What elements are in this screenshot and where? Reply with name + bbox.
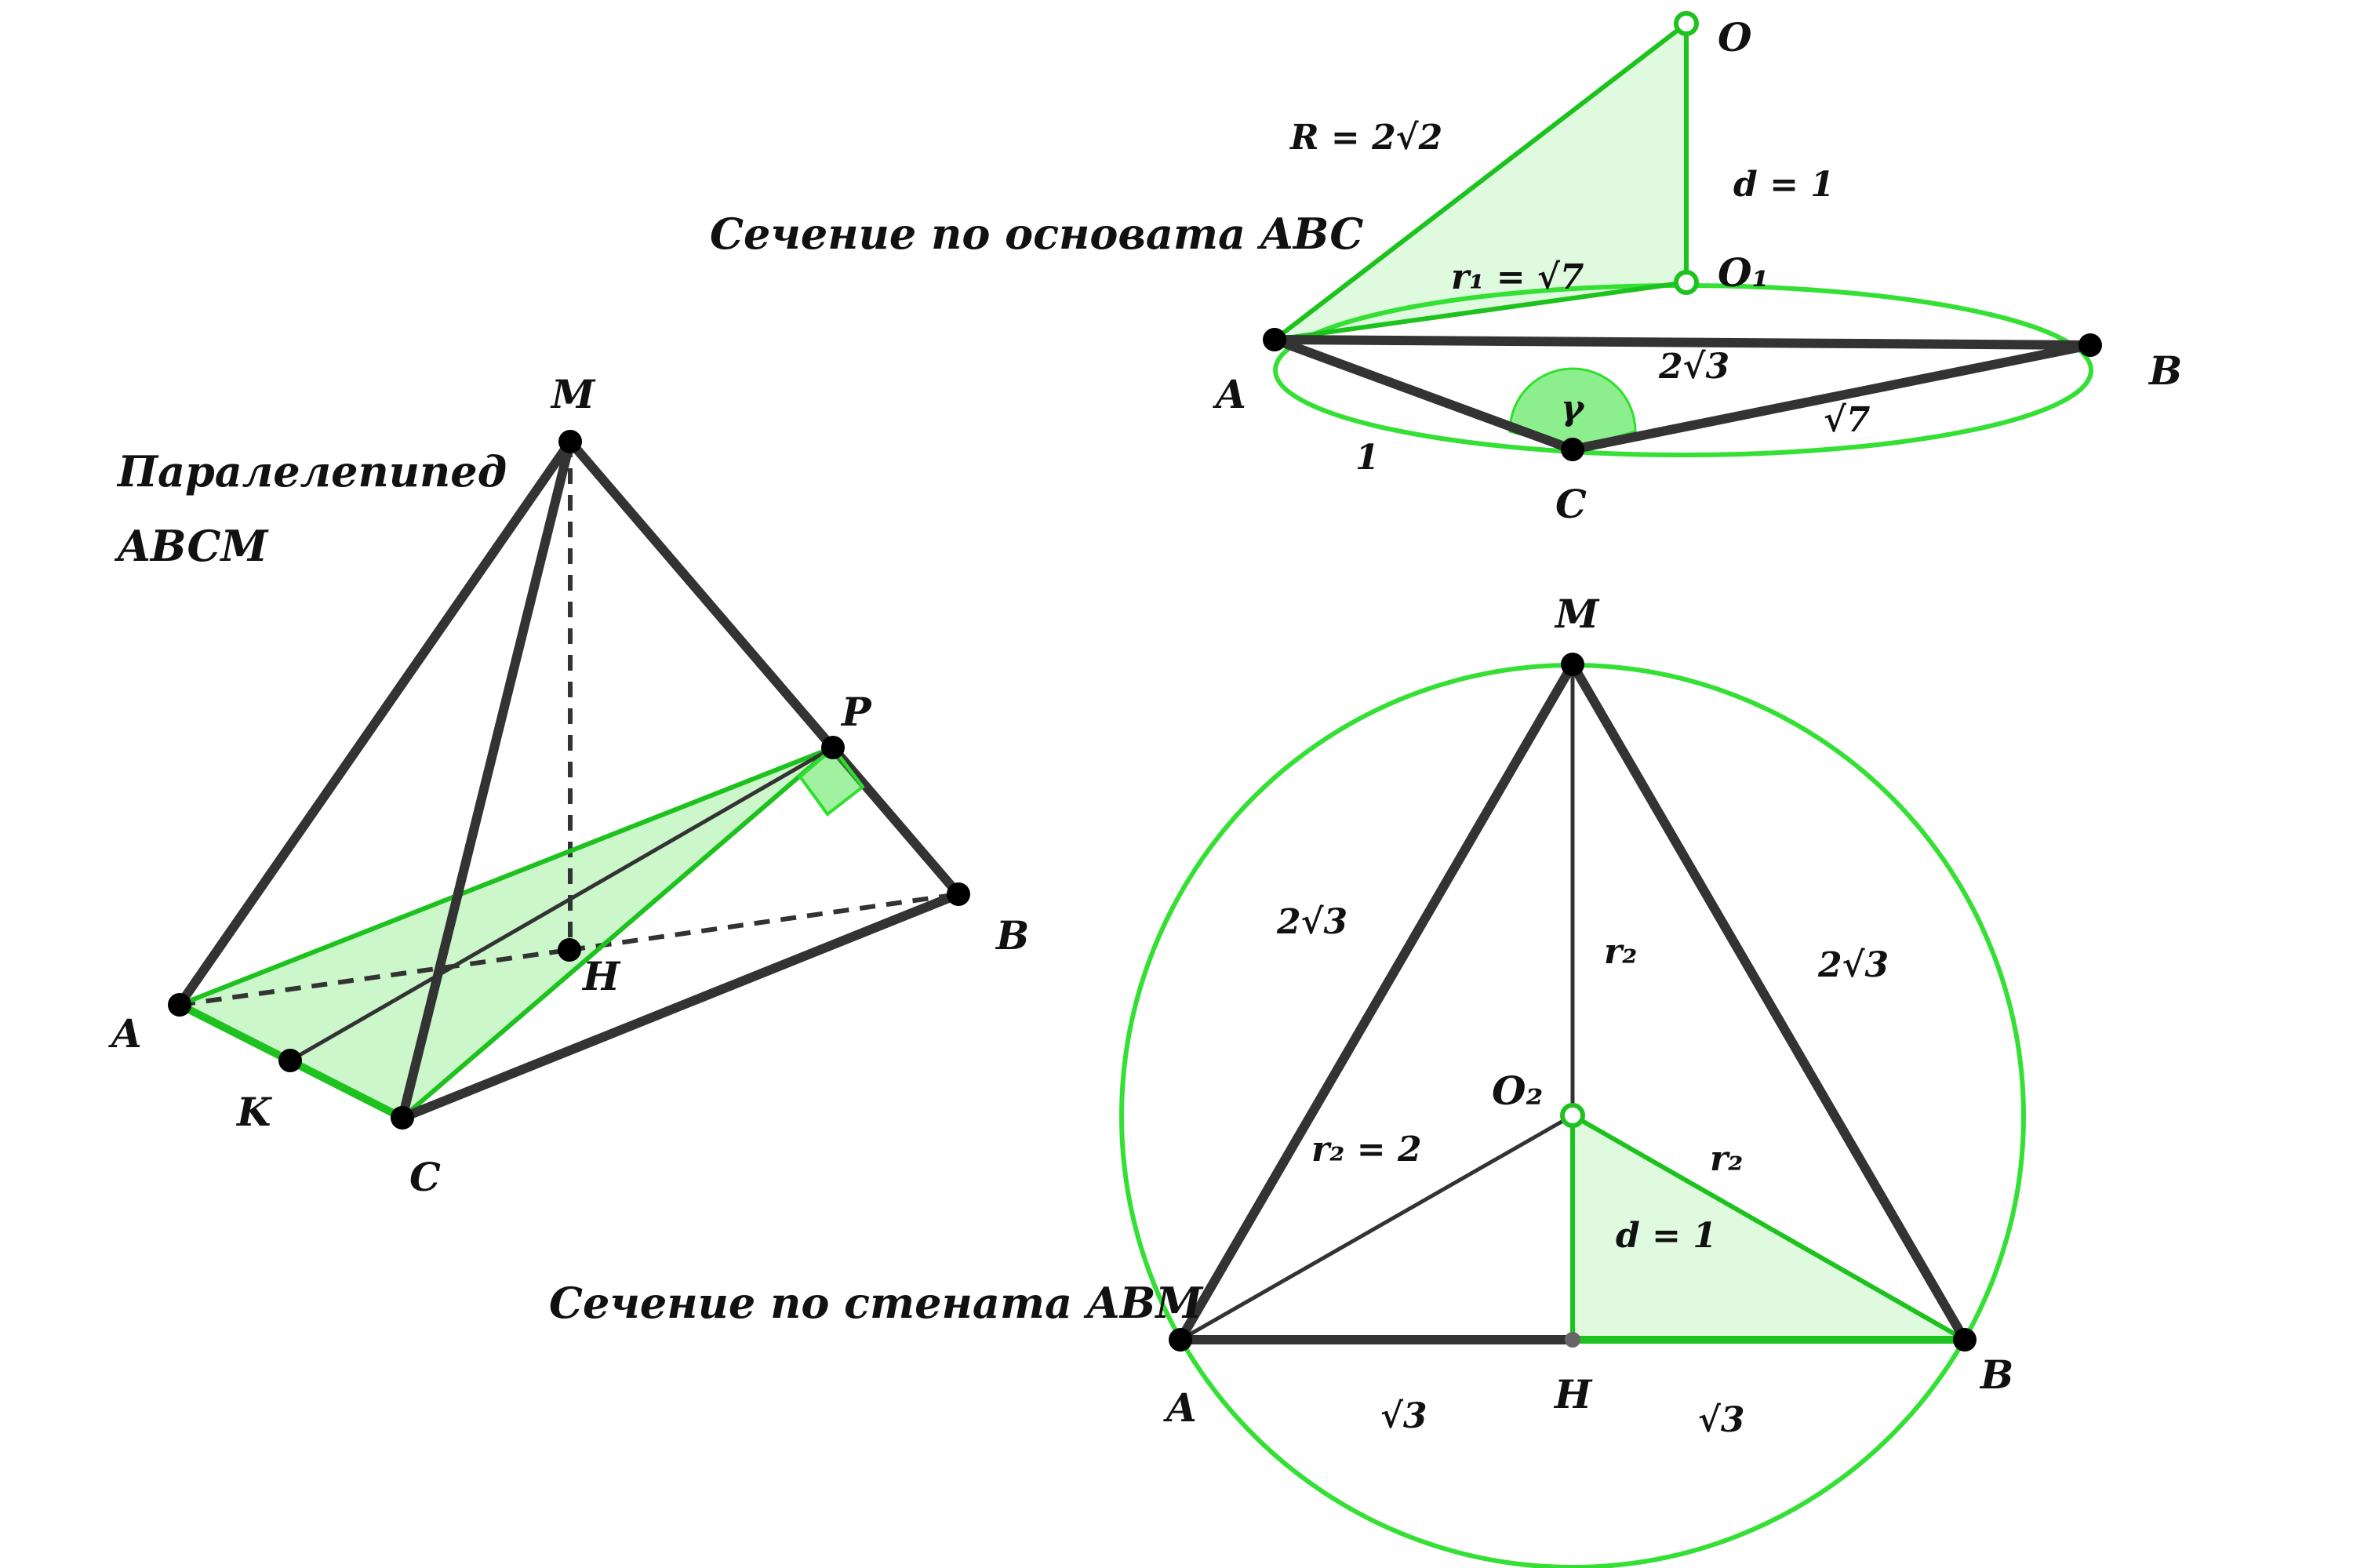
face-label-h: H bbox=[1553, 1371, 1593, 1417]
pyramid-diagram: M A B C H P K Паралелепипед ABCM bbox=[108, 371, 1029, 1200]
right-angle-marker-p bbox=[798, 745, 865, 817]
point-m bbox=[558, 430, 582, 453]
pyramid-caption-line2: ABCM bbox=[114, 521, 270, 571]
point-b bbox=[947, 882, 970, 906]
face-label-a: A bbox=[1163, 1384, 1197, 1431]
label-c: C bbox=[409, 1154, 441, 1200]
face-label-o2: O₂ bbox=[1492, 1068, 1543, 1114]
point-o2 bbox=[1560, 1103, 1585, 1128]
label-k: K bbox=[235, 1089, 273, 1135]
value-ac: 1 bbox=[1355, 438, 1380, 478]
base-edge-ac bbox=[1270, 335, 1577, 454]
base-edge-ab bbox=[1270, 335, 2095, 350]
base-point-c bbox=[1561, 438, 1584, 461]
base-section-caption: Сечение по основата ABC bbox=[710, 209, 1363, 259]
segment-ao bbox=[1273, 21, 1688, 342]
face-point-b bbox=[1953, 1328, 1977, 1352]
edge-hb-hidden bbox=[569, 892, 959, 952]
face-edge-ma bbox=[1176, 660, 1577, 1344]
point-p bbox=[821, 736, 845, 759]
value-mb: 2√3 bbox=[1817, 945, 1889, 985]
base-label-a: A bbox=[1213, 371, 1246, 417]
value-ma: 2√3 bbox=[1276, 902, 1347, 942]
segment-o2a bbox=[1179, 1113, 1574, 1342]
segment-ao1 bbox=[1274, 280, 1687, 342]
face-label-m: M bbox=[1554, 591, 1600, 637]
base-label-b: B bbox=[2148, 347, 2182, 394]
segment-kp bbox=[289, 745, 835, 1063]
point-o bbox=[1674, 11, 1699, 36]
value-o2a: r₂ = 2 bbox=[1311, 1130, 1422, 1170]
label-b: B bbox=[995, 912, 1029, 959]
value-mo2: r₂ bbox=[1604, 932, 1637, 972]
value-face-d: d = 1 bbox=[1616, 1216, 1717, 1256]
edge-pc bbox=[401, 745, 835, 1120]
face-label-b: B bbox=[1979, 1352, 2013, 1398]
value-r1: r₁ = √7 bbox=[1451, 257, 1584, 297]
value-gamma: γ bbox=[1561, 388, 1585, 428]
value-ah: √3 bbox=[1380, 1396, 1427, 1436]
pyramid-caption-line1: Паралелепипед bbox=[116, 446, 507, 497]
point-a bbox=[168, 993, 191, 1017]
value-r: R = 2√2 bbox=[1289, 118, 1442, 158]
base-label-c: C bbox=[1555, 481, 1587, 527]
segment-o2b bbox=[1571, 1113, 1966, 1342]
point-c bbox=[391, 1106, 414, 1130]
face-point-m bbox=[1561, 653, 1584, 676]
base-point-a bbox=[1263, 328, 1286, 351]
edge-ah-hidden bbox=[179, 948, 570, 1007]
point-k bbox=[278, 1049, 302, 1072]
edge-mb bbox=[566, 437, 963, 899]
value-d: d = 1 bbox=[1733, 165, 1835, 205]
edge-mc bbox=[398, 437, 575, 1122]
face-point-a bbox=[1169, 1328, 1192, 1352]
base-edge-cb bbox=[1568, 340, 2095, 454]
point-h bbox=[558, 938, 581, 962]
face-section-caption: Сечение по стената ABM bbox=[549, 1278, 1204, 1328]
angle-gamma-arc bbox=[1508, 367, 1637, 451]
face-edge-mb bbox=[1568, 660, 1969, 1344]
face-point-h bbox=[1565, 1332, 1580, 1348]
label-h: H bbox=[581, 953, 621, 999]
base-label-o1: O₁ bbox=[1718, 249, 1769, 296]
label-m: M bbox=[550, 371, 596, 417]
value-o2b: r₂ bbox=[1710, 1139, 1743, 1179]
value-cb: √7 bbox=[1824, 400, 1871, 440]
label-a: A bbox=[108, 1010, 142, 1057]
value-ab: 2√3 bbox=[1658, 347, 1729, 387]
base-label-o: O bbox=[1718, 14, 1752, 60]
base-section-diagram: O O₁ A B C R = 2√2 d = 1 r₁ = √7 2√3 √7 … bbox=[710, 11, 2182, 527]
edge-ap bbox=[178, 745, 835, 1007]
value-hb: √3 bbox=[1698, 1400, 1745, 1440]
point-o1 bbox=[1674, 270, 1699, 295]
edge-cb bbox=[398, 890, 963, 1122]
label-p: P bbox=[840, 689, 872, 735]
face-section-diagram: M O₂ A B H 2√3 2√3 r₂ r₂ = 2 r₂ d = 1 √3… bbox=[549, 591, 2026, 1568]
edge-ma bbox=[175, 437, 575, 1010]
base-point-b bbox=[2078, 333, 2102, 357]
